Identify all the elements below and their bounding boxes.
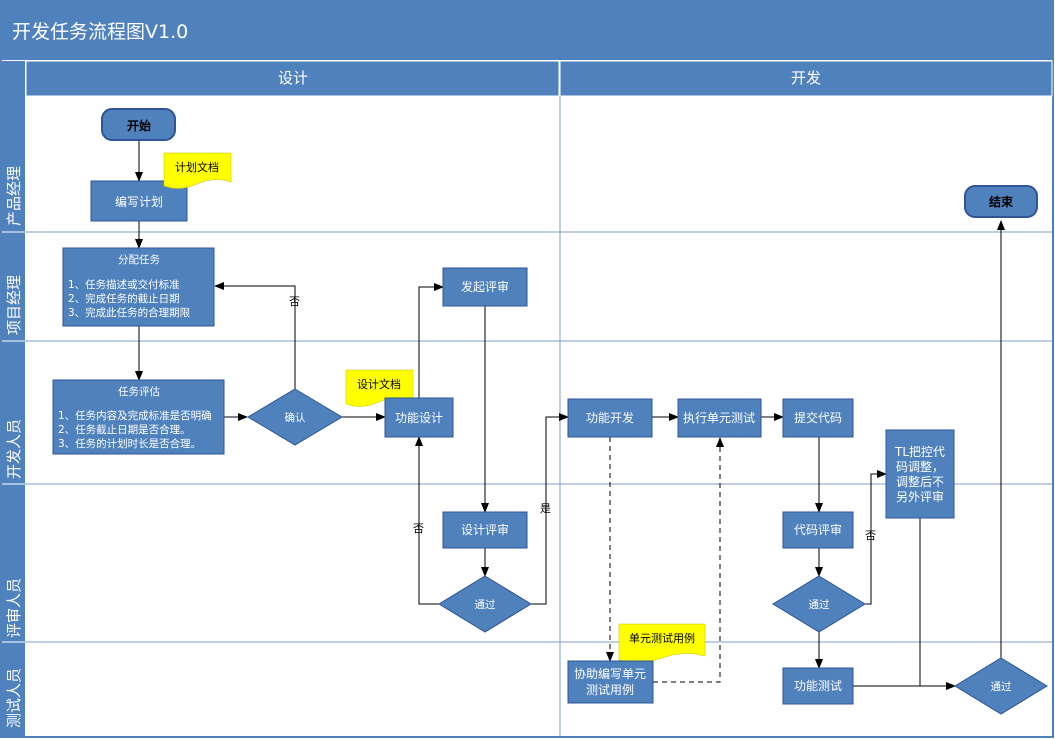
- design-review-label: 设计评审: [461, 522, 509, 537]
- func-design-box[interactable]: [384, 397, 454, 438]
- assist-box[interactable]: [567, 660, 654, 704]
- evaluate-task-line: 2、任务截止日期是否合理。: [58, 423, 191, 436]
- design-review-box[interactable]: [442, 511, 528, 549]
- assign-task-title: 分配任务: [118, 253, 160, 266]
- plan-doc-label: 计划文档: [175, 160, 219, 174]
- lane-label-review: 评审人员: [5, 578, 23, 638]
- column-label-design: 设计: [278, 69, 308, 87]
- assist-line: 协助编写单元: [574, 666, 646, 681]
- edge-assist-to-unit-test: [653, 437, 724, 683]
- assign-task-line: 3、完成此任务的合理期限: [68, 306, 191, 319]
- evaluate-task-line: 3、任务的计划时长是否合理。: [58, 437, 201, 450]
- column-label-dev: 开发: [791, 69, 821, 87]
- unit-test-label: 执行单元测试: [683, 410, 755, 425]
- submit-code-box[interactable]: [782, 398, 854, 438]
- pass1-label: 通过: [475, 598, 496, 611]
- diagram-title: 开发任务流程图V1.0: [12, 21, 188, 43]
- assign-task-line: 2、完成任务的截止日期: [68, 292, 180, 305]
- design-doc-label: 设计文档: [357, 377, 401, 391]
- evaluate-task-title: 任务评估: [118, 385, 160, 398]
- start-review-label: 发起评审: [461, 279, 509, 294]
- end-label: 结束: [989, 194, 1014, 209]
- edge-label-yes-pass1: 是: [540, 502, 551, 515]
- lane-label-proj: 项目经理: [5, 275, 23, 335]
- write-plan-label: 编写计划: [115, 194, 163, 209]
- confirm-label: 确认: [285, 411, 306, 424]
- edge-pass2-no-to-tl: [865, 470, 887, 605]
- edge-pass1-yes-to-dev: [531, 413, 569, 605]
- assign-task-box[interactable]: [62, 247, 215, 327]
- assist-line: 测试用例: [586, 682, 634, 697]
- tl-control-box[interactable]: [885, 429, 955, 519]
- submit-code-label: 提交代码: [794, 410, 842, 425]
- pass2-label: 通过: [809, 598, 830, 611]
- tl-control-line: TL把控代: [894, 445, 945, 459]
- func-design-label: 功能设计: [395, 411, 443, 425]
- column-header-design: [25, 60, 560, 97]
- code-review-label: 代码评审: [794, 522, 842, 537]
- confirm-decision[interactable]: [247, 388, 343, 446]
- edge-pass1-no-to-design: [415, 436, 439, 605]
- lane-label-devs: 开发人员: [5, 419, 23, 479]
- assign-task-line: 1、任务描述或交付标准: [68, 278, 180, 291]
- unit-case-doc-label: 单元测试用例: [629, 631, 695, 645]
- func-dev-box[interactable]: [567, 398, 653, 438]
- lane-header-column: [2, 61, 25, 736]
- title-bar: [2, 2, 1052, 60]
- edge-label-no-pass2: 否: [865, 529, 876, 542]
- lane-label-pm: 产品经理: [5, 166, 23, 226]
- plan-doc-note: [163, 152, 232, 189]
- edge-confirm-no-to-assign: [214, 282, 296, 389]
- tl-control-line: 码调整，: [896, 459, 944, 474]
- start-terminator[interactable]: [101, 108, 176, 141]
- edge-label-no-confirm: 否: [289, 295, 300, 308]
- pass3-label: 通过: [991, 680, 1012, 693]
- evaluate-task-box[interactable]: [52, 379, 225, 455]
- pass1-decision[interactable]: [438, 575, 532, 633]
- pass3-decision[interactable]: [954, 657, 1048, 715]
- unit-test-box[interactable]: [677, 398, 762, 438]
- end-terminator[interactable]: [964, 185, 1038, 218]
- tl-control-line: 另外评审: [896, 489, 944, 504]
- func-test-box[interactable]: [782, 667, 854, 705]
- start-review-box[interactable]: [442, 267, 528, 307]
- code-review-box[interactable]: [782, 511, 854, 549]
- edge-design-to-start-review: [418, 283, 444, 398]
- func-dev-label: 功能开发: [586, 410, 634, 425]
- column-header-dev: [559, 60, 1053, 97]
- func-test-label: 功能测试: [794, 678, 842, 693]
- evaluate-task-line: 1、任务内容及完成标准是否明确: [58, 409, 212, 422]
- pass2-decision[interactable]: [772, 575, 866, 633]
- edges: [135, 140, 1005, 690]
- start-label: 开始: [127, 118, 151, 133]
- edge-label-no-pass1: 否: [413, 522, 424, 535]
- tl-control-line: 调整后不: [896, 474, 944, 489]
- lane-label-test: 测试人员: [5, 668, 23, 728]
